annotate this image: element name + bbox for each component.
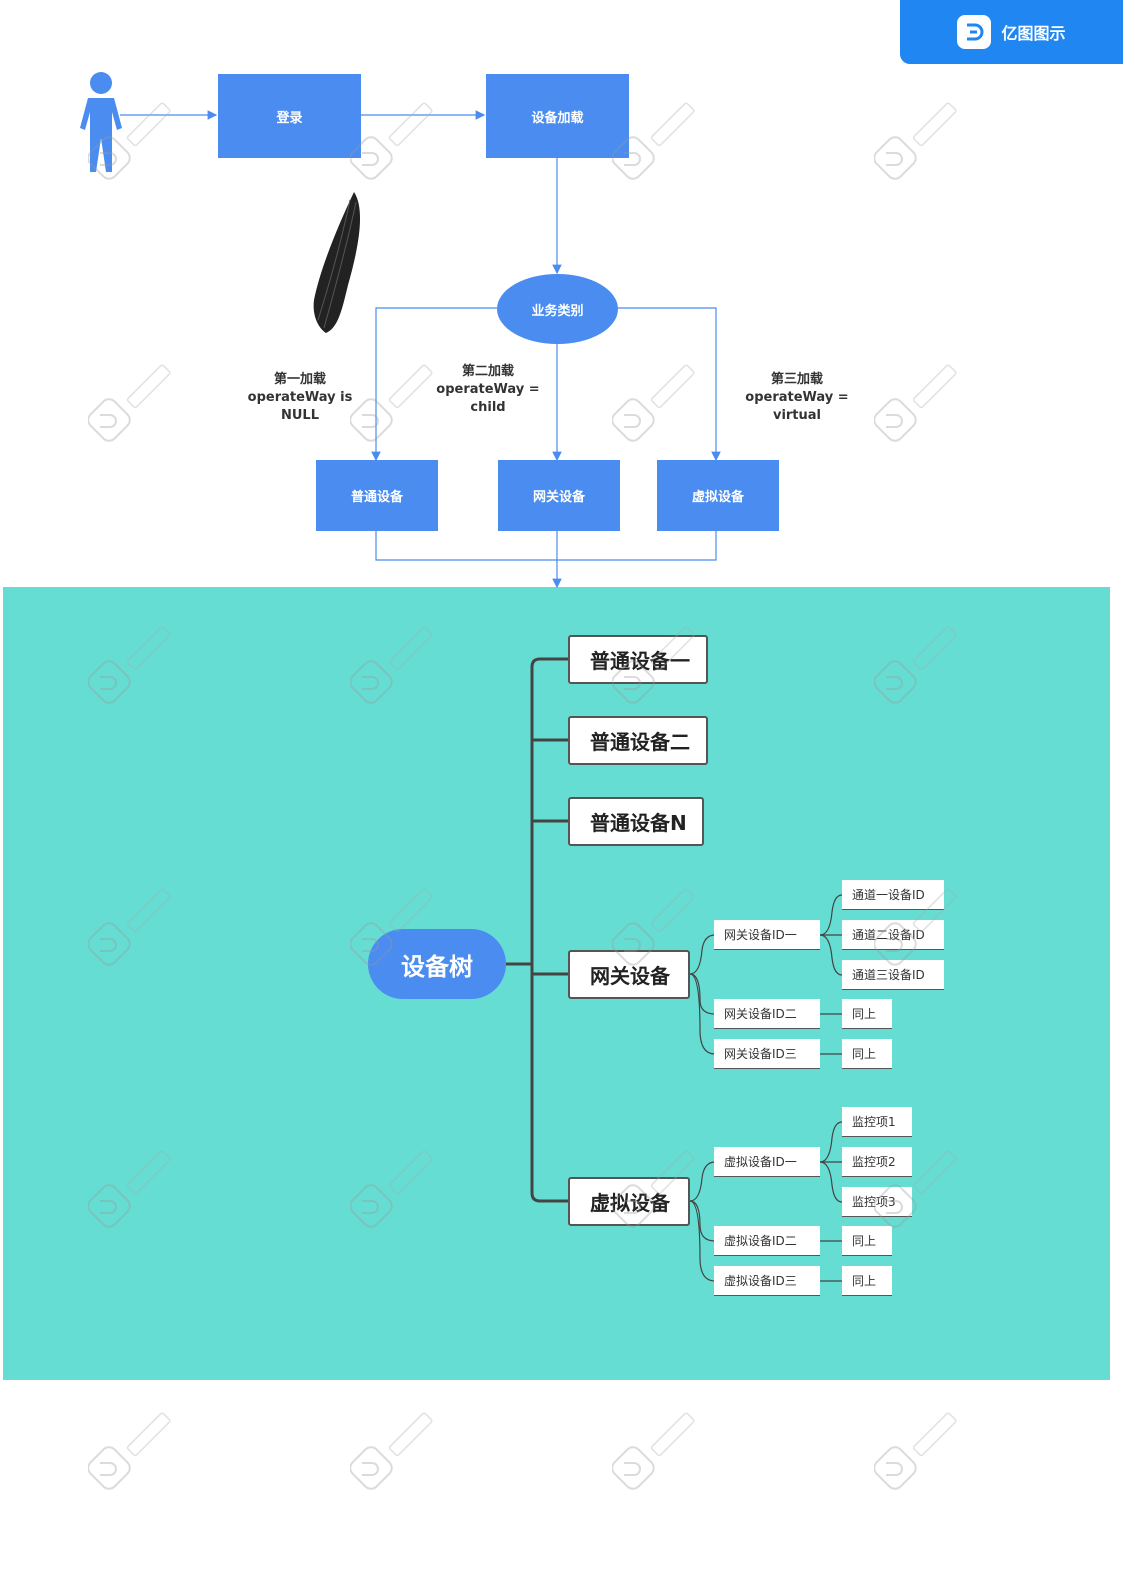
normal-device-box[interactable]: 普通设备 xyxy=(316,460,438,531)
virtual-device-box[interactable]: 虚拟设备 xyxy=(657,460,779,531)
tree-node-normal-n[interactable]: 普通设备N xyxy=(568,797,704,846)
monitor-item-1[interactable]: 监控项1 xyxy=(842,1107,912,1137)
virtual-id-1[interactable]: 虚拟设备ID一 xyxy=(714,1147,820,1177)
brand-name: 亿图图示 xyxy=(1001,24,1066,43)
tree-root-node[interactable]: 设备树 xyxy=(368,929,506,999)
channel-1-device-id[interactable]: 通道一设备ID xyxy=(842,880,944,910)
gateway-device-box[interactable]: 网关设备 xyxy=(498,460,620,531)
gateway-id-3-same[interactable]: 同上 xyxy=(842,1039,892,1069)
gateway-id-3[interactable]: 网关设备ID三 xyxy=(714,1039,820,1069)
person-icon xyxy=(76,72,126,176)
annotation-third-load: 第三加载 operateWay = virtual xyxy=(745,372,849,423)
virtual-id-2-same[interactable]: 同上 xyxy=(842,1226,892,1256)
virtual-id-3-same[interactable]: 同上 xyxy=(842,1266,892,1296)
login-box[interactable]: 登录 xyxy=(218,74,361,158)
tree-node-normal-1[interactable]: 普通设备一 xyxy=(568,635,708,684)
device-load-box[interactable]: 设备加载 xyxy=(486,74,629,158)
tree-node-normal-2[interactable]: 普通设备二 xyxy=(568,716,708,765)
tree-node-virtual[interactable]: 虚拟设备 xyxy=(568,1177,690,1226)
annotation-second-load: 第二加载 operateWay = child xyxy=(436,364,540,415)
virtual-id-2[interactable]: 虚拟设备ID二 xyxy=(714,1226,820,1256)
virtual-id-3[interactable]: 虚拟设备ID三 xyxy=(714,1266,820,1296)
brand-badge[interactable]: 亿图图示 xyxy=(900,0,1123,64)
channel-2-device-id[interactable]: 通道二设备ID xyxy=(842,920,944,950)
business-type-ellipse[interactable]: 业务类别 xyxy=(497,274,618,344)
gateway-id-2[interactable]: 网关设备ID二 xyxy=(714,999,820,1029)
monitor-item-3[interactable]: 监控项3 xyxy=(842,1187,912,1217)
monitor-item-2[interactable]: 监控项2 xyxy=(842,1147,912,1177)
brush-stroke-decoration xyxy=(308,190,368,339)
annotation-first-load: 第一加载 operateWay is NULL xyxy=(247,372,353,423)
tree-node-gateway[interactable]: 网关设备 xyxy=(568,950,690,999)
gateway-id-1[interactable]: 网关设备ID一 xyxy=(714,920,820,950)
channel-3-device-id[interactable]: 通道三设备ID xyxy=(842,960,944,990)
gateway-id-2-same[interactable]: 同上 xyxy=(842,999,892,1029)
edraw-logo-icon xyxy=(957,15,992,49)
